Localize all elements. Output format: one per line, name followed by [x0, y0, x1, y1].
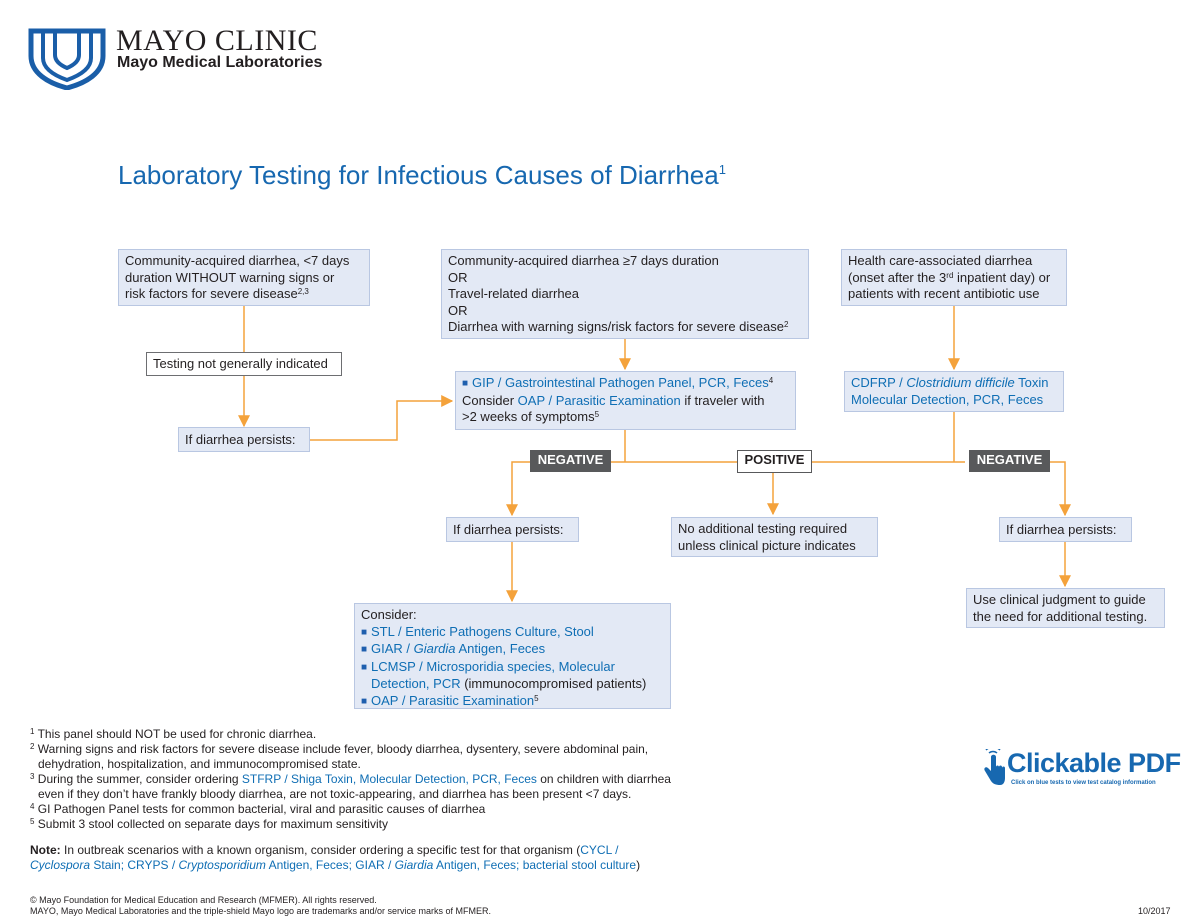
clickable-pdf-subtitle: Click on blue tests to view test catalog… — [1011, 780, 1156, 786]
bullet-icon: ■ — [361, 695, 368, 707]
negative-left-tag: NEGATIVE — [530, 450, 611, 472]
gip-test-box: ■GIP / Gastrointestinal Pathogen Panel, … — [455, 371, 796, 430]
oap-test-link[interactable]: OAP / Parasitic Examination — [517, 392, 681, 408]
dept-name: Mayo Medical Laboratories — [117, 54, 323, 71]
bullet-icon: ■ — [361, 626, 368, 638]
stfrp-test-link[interactable]: STFRP / Shiga Toxin, Molecular Detection… — [241, 772, 537, 786]
no-additional-testing-box: No additional testing required unless cl… — [671, 517, 878, 557]
health-care-associated-box: Health care-associated diarrhea (onset a… — [841, 249, 1067, 306]
community-acquired-short-box: Community-acquired diarrhea, <7 days dur… — [118, 249, 370, 306]
community-acquired-long-box: Community-acquired diarrhea ≥7 days dura… — [441, 249, 809, 339]
hand-pointer-icon — [984, 749, 1005, 785]
footnotes: 1 This panel should NOT be used for chro… — [30, 727, 671, 831]
consider-tests-box: Consider: ■STL / Enteric Pathogens Cultu… — [354, 603, 671, 709]
lcmsp-test-link-line2[interactable]: Detection, PCR — [371, 676, 461, 691]
positive-tag: POSITIVE — [737, 450, 812, 473]
outbreak-note: Note: In outbreak scenarios with a known… — [30, 843, 641, 872]
clinical-judgment-box: Use clinical judgment to guide the need … — [966, 588, 1165, 628]
copyright: © Mayo Foundation for Medical Education … — [30, 895, 492, 916]
neg-left-if-persists-box: If diarrhea persists: — [446, 517, 579, 542]
left-if-persists-box: If diarrhea persists: — [178, 427, 310, 452]
lcmsp-test-link[interactable]: LCMSP / Microsporidia species, Molecular — [371, 658, 615, 674]
revision-date: 10/2017 — [1138, 906, 1171, 916]
mayo-shield-logo — [28, 28, 106, 90]
clickable-pdf-badge: Clickable PDF Click on blue tests to vie… — [978, 748, 1181, 790]
org-name: MAYO CLINIC — [116, 24, 318, 57]
page-title: Laboratory Testing for Infectious Causes… — [118, 160, 726, 190]
bullet-icon: ■ — [462, 378, 469, 389]
testing-not-indicated-box: Testing not generally indicated — [146, 352, 342, 376]
cycl-test-link[interactable]: CYCL / — [580, 843, 619, 857]
gip-test-link[interactable]: GIP / Gastrointestinal Pathogen Panel, P… — [472, 375, 769, 390]
cdfrp-test-link[interactable]: CDFRP / Clostridium difficile Toxin — [851, 375, 1049, 390]
bullet-icon: ■ — [361, 644, 368, 655]
cdfrp-test-link-line2[interactable]: Molecular Detection, PCR, Feces — [851, 391, 1044, 407]
neg-right-if-persists-box: If diarrhea persists: — [999, 517, 1132, 542]
cycl-test-link-line2[interactable]: Cyclospora Stain; CRYPS / Cryptosporidiu… — [30, 858, 637, 872]
negative-right-tag: NEGATIVE — [969, 450, 1050, 472]
oap-test-link-2[interactable]: OAP / Parasitic Examination — [371, 692, 535, 708]
clickable-pdf-title: Clickable PDF — [1007, 748, 1181, 778]
bullet-icon: ■ — [361, 661, 368, 673]
stl-test-link[interactable]: STL / Enteric Pathogens Culture, Stool — [371, 623, 594, 639]
cdfrp-test-box: CDFRP / Clostridium difficile Toxin Mole… — [844, 371, 1064, 412]
giar-test-link[interactable]: GIAR / Giardia Antigen, Feces — [371, 641, 546, 656]
